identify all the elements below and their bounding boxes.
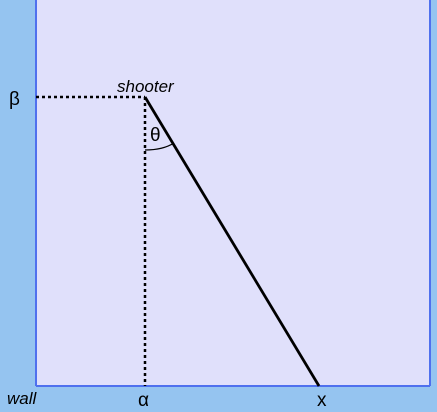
floor-strip <box>0 386 437 412</box>
theta-label: θ <box>150 125 161 146</box>
x-label: x <box>317 390 327 411</box>
shooter-label: shooter <box>117 77 175 96</box>
beta-label: β <box>9 89 20 110</box>
right-edge-strip <box>430 0 437 386</box>
trajectory-line <box>143 96 321 387</box>
alpha-label: α <box>138 390 149 411</box>
field-area <box>36 0 437 386</box>
theta-angle-arc <box>144 142 175 151</box>
wall-label: wall <box>7 389 38 408</box>
wall-strip <box>0 0 36 386</box>
